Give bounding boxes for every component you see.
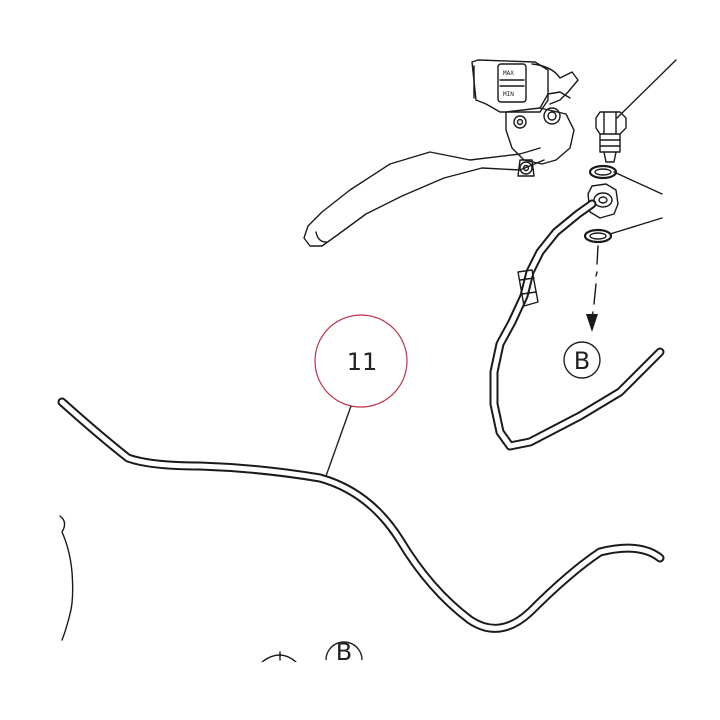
banjo-fitting xyxy=(587,183,619,219)
upper-sealing-washer xyxy=(588,164,618,180)
leader-line-bolt xyxy=(616,59,677,119)
brake-line-part-11 xyxy=(57,397,665,633)
assembly-direction-line xyxy=(591,245,599,317)
reservoir-min-mark: MIN xyxy=(503,91,514,98)
reservoir-body xyxy=(471,59,549,113)
master-cylinder-assembly: MAX MIN xyxy=(303,59,579,247)
lower-sealing-washer xyxy=(583,228,613,244)
leader-line-upper-washer xyxy=(613,171,663,195)
reference-label-b-lower: B xyxy=(336,638,352,666)
brake-lever xyxy=(303,147,545,247)
banjo-fitting-group xyxy=(583,59,677,332)
reservoir-max-mark: MAX xyxy=(503,70,514,77)
reference-callout-b-upper: B xyxy=(563,341,601,379)
upper-brake-hose xyxy=(489,199,665,451)
part-number-label: 11 xyxy=(347,348,378,376)
banjo-bolt xyxy=(595,111,627,135)
reservoir-level-window xyxy=(497,63,527,103)
part-callout-highlight-circle xyxy=(314,314,408,408)
reference-label-b-upper: B xyxy=(574,347,590,375)
lever-pivot-block xyxy=(505,107,575,165)
leader-line-part-11 xyxy=(325,405,352,477)
frame-outline-fragment xyxy=(59,515,74,641)
leader-line-lower-washer xyxy=(609,217,663,235)
part-callout-11: 11 xyxy=(314,314,408,477)
assembly-direction-arrowhead xyxy=(586,314,598,332)
reference-callout-b-lower: B xyxy=(261,638,363,666)
lever-adjuster-screw xyxy=(519,161,533,175)
